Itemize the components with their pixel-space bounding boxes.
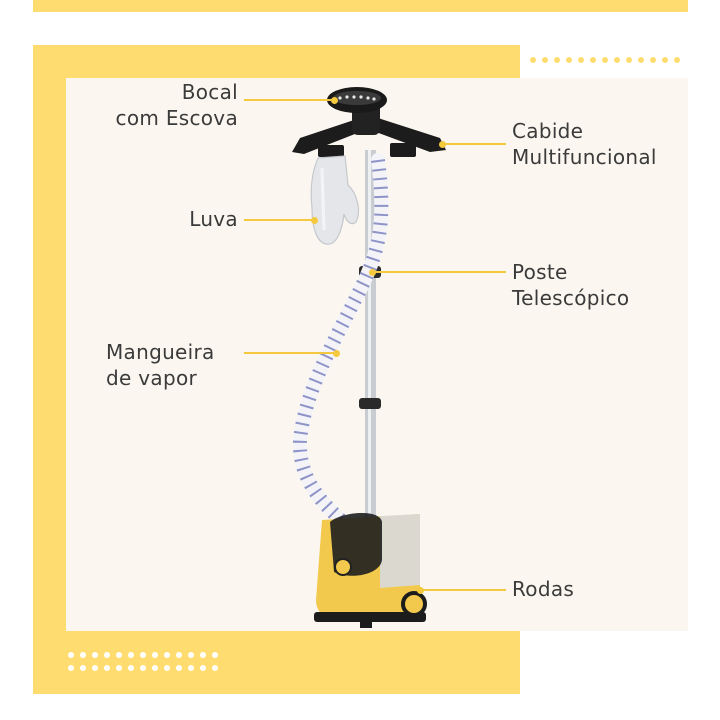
label-hanger: Cabide Multifuncional bbox=[512, 119, 657, 169]
label-glove: Luva bbox=[189, 207, 238, 231]
wheel bbox=[401, 591, 427, 617]
label-pole: Poste Telescópico bbox=[512, 260, 630, 310]
top-accent-bar bbox=[33, 0, 688, 12]
leader-line-hanger bbox=[442, 143, 506, 145]
leader-line-hose bbox=[244, 352, 336, 354]
leader-line-glove bbox=[244, 219, 314, 221]
label-hose: Mangueira de vapor bbox=[106, 340, 215, 390]
decorative-dots-bottom bbox=[68, 652, 218, 671]
leader-line-nozzle bbox=[244, 99, 334, 101]
label-nozzle: Bocal com Escova bbox=[115, 80, 238, 130]
control-dial bbox=[334, 558, 352, 576]
glove bbox=[310, 155, 360, 245]
label-wheels: Rodas bbox=[512, 577, 575, 601]
pole-clamp-lower bbox=[359, 398, 381, 409]
leader-line-wheels bbox=[420, 589, 506, 591]
decorative-dots-top bbox=[530, 57, 680, 63]
leader-line-pole bbox=[372, 271, 506, 273]
water-tank bbox=[380, 514, 420, 588]
